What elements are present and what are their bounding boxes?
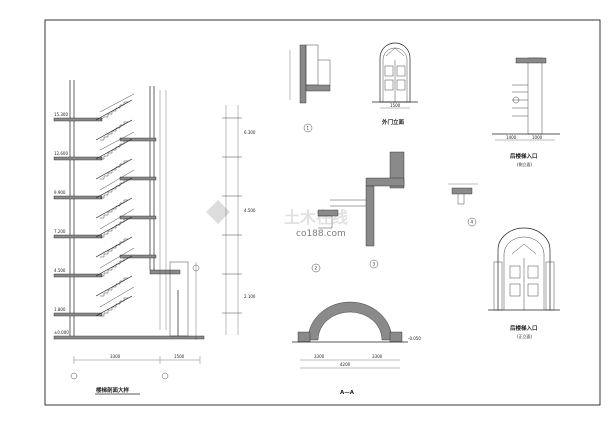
svg-text:6.300: 6.300 (244, 130, 256, 135)
arch-level: -0.050 (408, 336, 421, 341)
detail-3-mark: 3 (373, 262, 376, 267)
dim-bottom-2: 1500 (174, 354, 185, 359)
entrance-side-dim-2: 1000 (532, 135, 543, 140)
door-elevation-title: 外门立面 (382, 118, 405, 126)
svg-text:2.100: 2.100 (244, 294, 256, 299)
stair-section-title: 楼梯剖面大样 (96, 386, 130, 394)
entrance-side-subtitle: (侧立面) (517, 161, 533, 167)
level-label-2: 12.600 (54, 151, 68, 156)
stair-section-drawing: 15.300 12.600 9.900 7.200 4.500 1.800 ±0… (53, 80, 205, 395)
detail-2-mark: 2 (315, 266, 318, 271)
entrance-front-title: 后楼梯入口 (510, 324, 538, 332)
level-label-3: 9.900 (54, 190, 66, 195)
entrance-side-dim-1: 1400 (506, 135, 517, 140)
detail-4-section: 4 (448, 183, 478, 227)
level-label-5: 4.500 (54, 268, 66, 273)
level-label-1: 15.300 (54, 112, 68, 117)
arch-section-aa: 3300 3300 4200 -0.050 A—A (292, 301, 421, 396)
stair-flights (95, 93, 135, 317)
watermark-main-text: 土木在线 (284, 208, 348, 227)
svg-text:4.500: 4.500 (244, 208, 256, 213)
arch-dim-2: 3300 (372, 354, 383, 359)
entrance-side-elevation: 1400 1000 后楼梯入口 (侧立面) (492, 57, 560, 167)
level-label-4: 7.200 (54, 229, 66, 234)
entrance-side-title: 后楼梯入口 (510, 152, 538, 160)
level-label-7: ±0.000 (54, 330, 69, 335)
floor-slabs (53, 117, 205, 340)
door-elevation: 1500 外门立面 (372, 42, 418, 126)
sheet-border (44, 19, 601, 406)
watermark-sub-text: co188.com (296, 229, 346, 239)
detail-2-3-section: 2 3 (311, 151, 405, 273)
detail-1-section: 1 (289, 44, 331, 133)
door-elevation-dim: 1500 (390, 103, 401, 108)
dim-bottom-1: 3300 (110, 354, 121, 359)
watermark-logo-icon (206, 200, 230, 224)
detail-1-mark: 1 (307, 126, 310, 131)
detail-4-mark: 4 (471, 220, 474, 225)
arch-dim-1: 3300 (314, 354, 325, 359)
watermark: 土木在线 co188.com (206, 200, 348, 239)
entrance-front-elevation: 后楼梯入口 (正立面) (488, 227, 560, 339)
arch-section-title: A—A (340, 390, 355, 396)
entrance-front-subtitle: (正立面) (517, 333, 533, 339)
vertical-dimension-column: 6.300 4.500 2.100 (222, 105, 256, 335)
arch-dim-3: 4200 (340, 362, 351, 367)
level-label-6: 1.800 (54, 307, 66, 312)
